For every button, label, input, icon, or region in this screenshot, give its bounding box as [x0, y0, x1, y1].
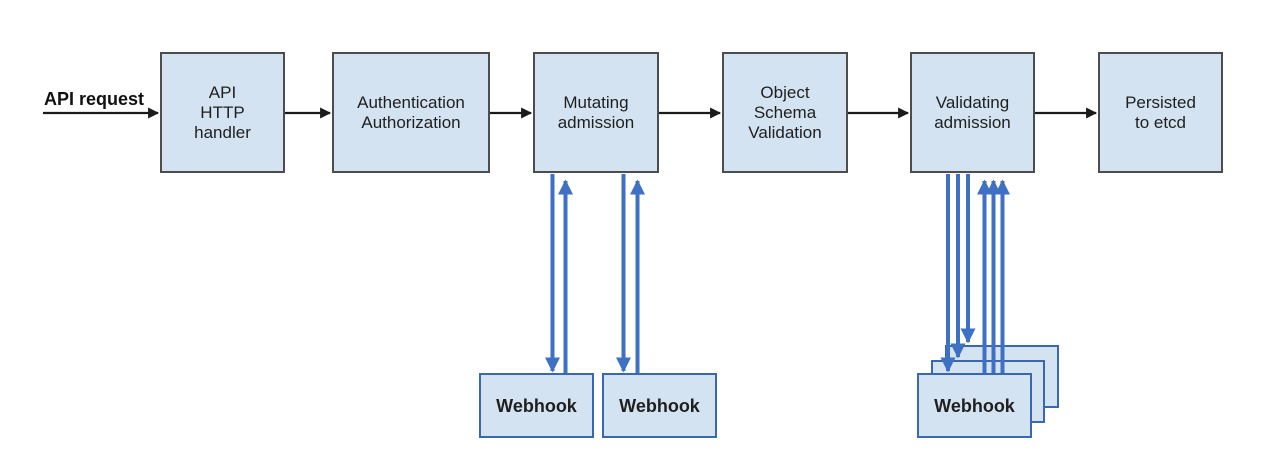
validating-webhook-box-front: Webhook: [917, 373, 1032, 438]
mutating-webhook-box-1: Webhook: [479, 373, 594, 438]
stage-label: Mutating admission: [557, 92, 635, 132]
stage-box-object-schema-validation: Object Schema Validation: [722, 52, 848, 173]
stage-label: Persisted to etcd: [1125, 92, 1196, 132]
stage-label: Object Schema Validation: [748, 82, 822, 142]
stage-label: Authentication Authorization: [357, 92, 465, 132]
webhook-label: Webhook: [619, 395, 700, 416]
api-request-label: API request: [44, 89, 145, 109]
webhook-label: Webhook: [496, 395, 577, 416]
stage-label: API HTTP handler: [194, 82, 251, 142]
mutating-webhook-box-2: Webhook: [602, 373, 717, 438]
stage-box-authentication-authorization: Authentication Authorization: [332, 52, 490, 173]
stage-box-validating-admission: Validating admission: [910, 52, 1035, 173]
stage-box-api-http-handler: API HTTP handler: [160, 52, 285, 173]
stage-box-mutating-admission: Mutating admission: [533, 52, 659, 173]
stage-box-persisted-to-etcd: Persisted to etcd: [1098, 52, 1223, 173]
webhook-label: Webhook: [934, 395, 1015, 416]
stage-label: Validating admission: [934, 92, 1011, 132]
